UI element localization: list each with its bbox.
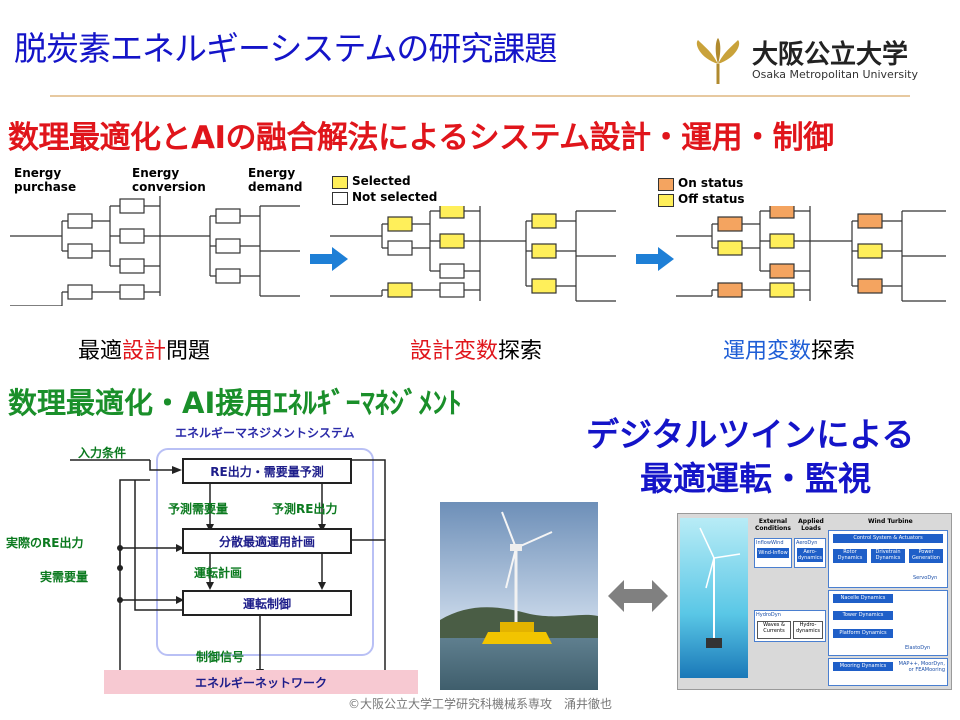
caption-2b: 探索 [498, 339, 543, 364]
legend-off-label: Off status [678, 192, 745, 206]
ems-title: エネルギーマネジメントシステム [175, 426, 355, 440]
offshore-wind-turbine-photo [440, 502, 598, 690]
ginkgo-leaf-icon [696, 38, 740, 84]
mooring-block: Mooring Dynamics MAP++, MoorDyn, or FEAM… [828, 658, 948, 686]
legend-on-swatch [658, 178, 674, 191]
hydrodyn-label: HydroDyn [756, 612, 781, 618]
actual-re-label: 実際のRE出力 [6, 536, 84, 550]
pred-re-label: 予測RE出力 [272, 502, 338, 516]
caption-3a: 運用変数 [723, 339, 812, 364]
control-signal-label: 制御信号 [196, 650, 245, 664]
arrow-right-icon [310, 247, 348, 271]
arrow-right-icon [636, 247, 674, 271]
section1-heading: 数理最適化とAIの融合解法によるシステム設計・運用・制御 [8, 120, 834, 156]
network-diagram-selected: Selected Not selected [330, 170, 620, 320]
caption-3b: 探索 [811, 339, 856, 364]
caption-design-variables: 設計変数探索 [410, 333, 542, 365]
page-title: 脱炭素エネルギーシステムの研究課題 [14, 29, 557, 68]
network-diagram-status: On status Off status [656, 170, 950, 320]
caption-1a: 最適 [78, 339, 123, 364]
ems-diagram: エネルギーマネジメントシステム 入力条件 RE出力・需要量予測 予測需 [0, 420, 420, 695]
col-external: External Conditions [754, 518, 792, 532]
energy-network-bar: エネルギーネットワーク [104, 670, 418, 694]
caption-optimal-design: 最適設計問題 [78, 333, 210, 365]
caption-1c: 問題 [166, 339, 211, 364]
aerodyn-block: AeroDyn Aero-dynamics [794, 538, 826, 568]
forecast-box-label: RE出力・需要量予測 [210, 464, 324, 479]
ems-frame [156, 448, 374, 656]
label-energy-conversion: Energy conversion [132, 166, 206, 194]
input-conditions-label: 入力条件 [78, 446, 127, 460]
network-graph-1 [10, 196, 300, 306]
energy-network-label: エネルギーネットワーク [194, 675, 327, 690]
servodyn-label: ServoDyn [913, 575, 938, 581]
caption-1b: 設計 [122, 339, 167, 364]
waves-cell: Waves & Currents [757, 621, 791, 639]
legend-off-swatch [658, 194, 674, 207]
hydro-dynamics-cell: Hydro-dynamics [793, 621, 823, 639]
legend-selected-label: Selected [352, 174, 411, 188]
platform-cell: Platform Dynamics [833, 629, 893, 638]
label-energy-purchase: Energy purchase [14, 166, 77, 194]
aerodyn-label: AeroDyn [796, 540, 818, 546]
actual-demand-label: 実需要量 [40, 570, 89, 584]
caption-operation-variables: 運用変数探索 [723, 333, 855, 365]
planning-box-label: 分散最適運用計画 [218, 534, 315, 549]
drivetrain-cell: Drivetrain Dynamics [871, 549, 905, 563]
col-turbine: Wind Turbine [868, 518, 913, 525]
legend-not-selected-label: Not selected [352, 190, 438, 204]
legend-on-label: On status [678, 176, 744, 190]
university-logo-name: 大阪公立大学 [752, 40, 909, 70]
servodyn-block: Control System & Actuators Rotor Dynamic… [828, 530, 948, 588]
header-divider [50, 95, 910, 97]
simulation-model-screenshot: External Conditions Applied Loads Wind T… [677, 513, 952, 690]
mooring-cell: Mooring Dynamics [833, 662, 893, 671]
legend-selected-swatch [332, 176, 348, 189]
rotor-cell: Rotor Dynamics [833, 549, 867, 563]
wind-inflow-cell: Wind-Inflow [757, 548, 789, 558]
network-diagram-base: Energy purchase Energy conversion Energy… [10, 160, 310, 320]
network-graph-2 [330, 206, 616, 302]
ems-connectors [70, 459, 386, 677]
turbine-render [680, 518, 748, 678]
elastodyn-block: Nacelle Dynamics Tower Dynamics Platform… [828, 590, 948, 656]
digital-twin-heading: デジタルツインによる [586, 415, 915, 454]
footer-credit: ©大阪公立大学工学研究科機械系専攻 涌井徹也 [347, 697, 612, 711]
network-graph-3 [676, 206, 946, 302]
inflowwind-label: InflowWind [756, 540, 784, 546]
double-arrow-icon [608, 580, 668, 612]
control-system-cell: Control System & Actuators [833, 534, 943, 543]
power-cell: Power Generation [909, 549, 943, 563]
legend-not-selected-swatch [332, 192, 348, 205]
tower-cell: Tower Dynamics [833, 611, 893, 620]
label-energy-demand: Energy demand [248, 166, 303, 194]
mooring-tools-label: MAP++, MoorDyn, or FEAMooring [898, 661, 945, 673]
control-box: 運転制御 [182, 590, 352, 616]
monitoring-heading: 最適運転・監視 [640, 459, 871, 498]
forecast-box: RE出力・需要量予測 [182, 458, 352, 484]
hydrodyn-block: HydroDyn Waves & Currents Hydro-dynamics [754, 610, 826, 642]
section2-heading: 数理最適化・AI援用ｴﾈﾙｷﾞｰﾏﾈｼﾞﾒﾝﾄ [8, 386, 462, 420]
caption-2a: 設計変数 [410, 339, 499, 364]
nacelle-cell: Nacelle Dynamics [833, 594, 893, 603]
aero-dynamics-cell: Aero-dynamics [797, 548, 823, 562]
elastodyn-label: ElastoDyn [905, 645, 931, 651]
university-logo-english: Osaka Metropolitan University [752, 68, 918, 81]
control-box-label: 運転制御 [242, 596, 291, 611]
inflowwind-block: InflowWind Wind-Inflow [754, 538, 792, 568]
turbine-render-graphic [699, 527, 741, 648]
pred-demand-label: 予測需要量 [168, 502, 229, 516]
col-applied: Applied Loads [798, 518, 824, 532]
planning-box: 分散最適運用計画 [182, 528, 352, 554]
operation-plan-label: 運転計画 [194, 566, 243, 580]
